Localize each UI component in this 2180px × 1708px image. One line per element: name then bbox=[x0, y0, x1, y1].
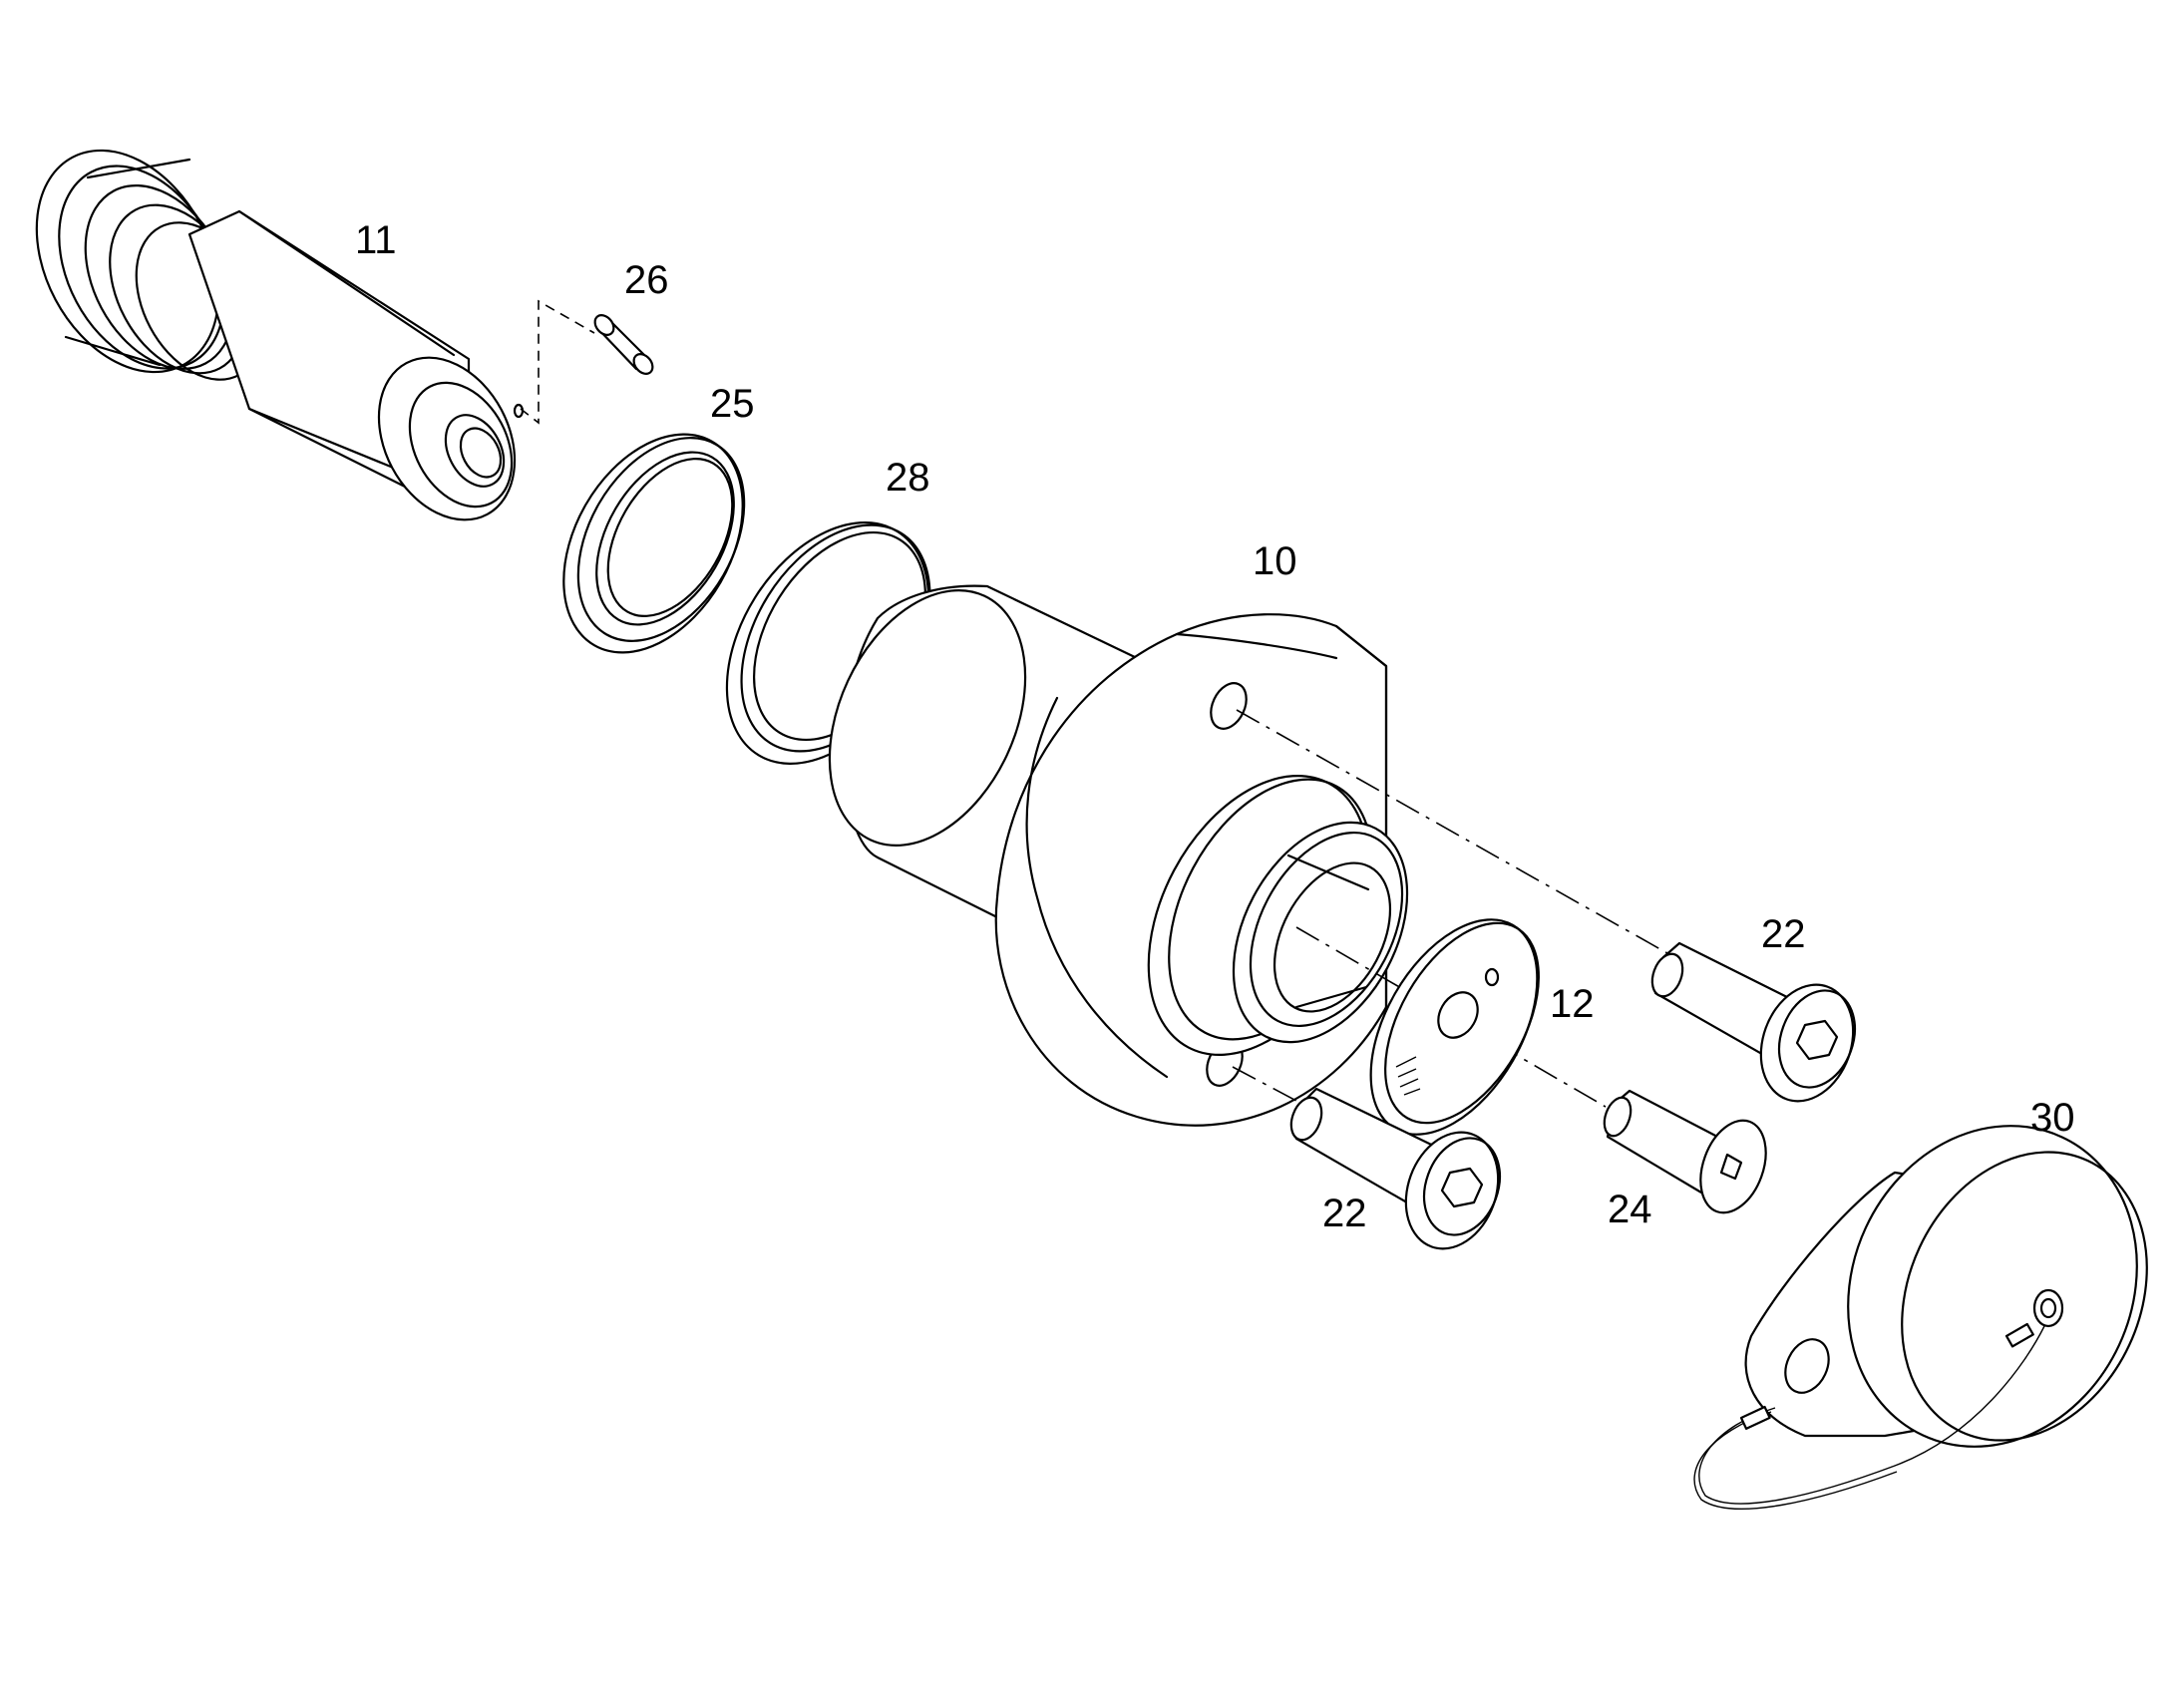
axis-line-center bbox=[1295, 926, 1607, 1108]
callout-11: 11 bbox=[355, 218, 397, 262]
callout-22-lower: 22 bbox=[1322, 1192, 1367, 1235]
callout-25: 25 bbox=[710, 382, 755, 426]
callout-10: 10 bbox=[1253, 539, 1297, 583]
part-10-flanged-housing bbox=[828, 584, 1409, 1127]
axis-line-lower-bolt bbox=[1232, 1066, 1297, 1102]
callout-12: 12 bbox=[1550, 982, 1595, 1026]
callout-30: 30 bbox=[2030, 1096, 2075, 1140]
axis-line-upper-bolt bbox=[1236, 709, 1668, 954]
part-24-countersunk-screw bbox=[1603, 1089, 1767, 1214]
part-11-shaft-sleeve bbox=[35, 149, 525, 521]
callout-28: 28 bbox=[886, 456, 930, 500]
callout-24: 24 bbox=[1608, 1188, 1652, 1231]
part-30-protective-cap bbox=[1693, 1125, 2148, 1510]
part-22-cap-screw-upper bbox=[1650, 941, 1857, 1103]
part-22-cap-screw-lower bbox=[1289, 1087, 1502, 1250]
part-25-seal-ring bbox=[562, 433, 746, 654]
part-26-pin bbox=[593, 314, 654, 375]
leader-11-to-26 bbox=[520, 299, 595, 425]
part-12-retaining-washer bbox=[1369, 918, 1540, 1136]
callout-22-upper: 22 bbox=[1761, 912, 1806, 956]
callout-26: 26 bbox=[624, 258, 669, 302]
